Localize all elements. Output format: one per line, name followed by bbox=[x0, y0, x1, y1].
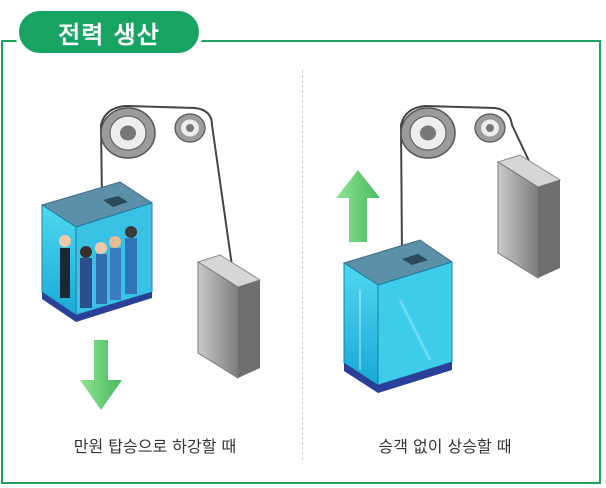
left-counterweight bbox=[196, 254, 262, 379]
left-caption: 만원 탑승으로 하강할 때 bbox=[73, 437, 237, 456]
right-panel bbox=[336, 104, 562, 393]
section-title: 전력 생산 bbox=[15, 7, 203, 57]
down-arrow-icon bbox=[80, 340, 122, 410]
right-large-pulley bbox=[400, 107, 456, 159]
panel-divider bbox=[302, 70, 303, 460]
right-caption: 승객 없이 상승할 때 bbox=[378, 437, 512, 456]
left-rope bbox=[99, 104, 233, 267]
right-counterweight bbox=[496, 154, 562, 279]
left-elevator-cabin bbox=[40, 181, 154, 322]
right-small-pulley bbox=[474, 113, 506, 143]
left-panel bbox=[40, 104, 262, 410]
left-small-pulley bbox=[174, 113, 206, 143]
right-rope bbox=[399, 104, 531, 256]
right-elevator-cabin bbox=[342, 239, 454, 393]
left-large-pulley bbox=[100, 107, 156, 159]
passengers-group bbox=[59, 226, 137, 308]
up-arrow-icon bbox=[336, 170, 380, 242]
